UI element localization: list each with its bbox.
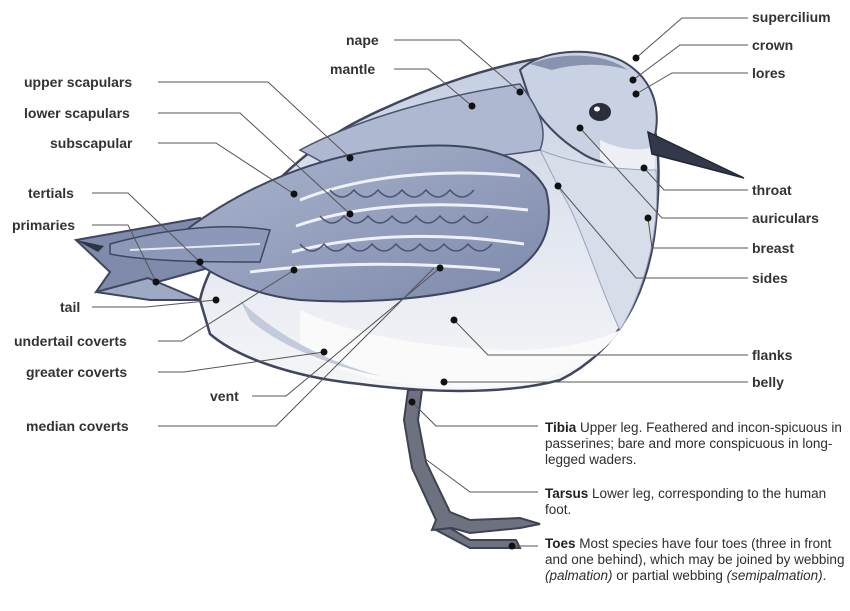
label-sides: sides xyxy=(752,270,788,286)
term-tarsus: Tarsus xyxy=(545,486,588,501)
label-tail: tail xyxy=(60,299,80,315)
text-toes-2: or partial webbing xyxy=(616,568,723,583)
text-toes-1: Most species have four toes (three in fr… xyxy=(545,536,844,567)
label-vent: vent xyxy=(210,388,239,404)
label-supercilium: supercilium xyxy=(752,9,831,25)
label-subscapular: subscapular xyxy=(50,135,133,151)
bird-illustration xyxy=(76,52,744,548)
text-toes-3: . xyxy=(823,568,827,583)
description-tarsus: Tarsus Lower leg, corresponding to the h… xyxy=(545,486,850,518)
label-belly: belly xyxy=(752,374,784,390)
label-lores: lores xyxy=(752,65,786,81)
label-nape: nape xyxy=(346,32,379,48)
label-median-coverts: median coverts xyxy=(26,418,129,434)
label-undertail-coverts: undertail coverts xyxy=(14,333,127,349)
label-greater-coverts: greater coverts xyxy=(26,364,127,380)
bill xyxy=(648,132,744,178)
label-breast: breast xyxy=(752,240,794,256)
label-lower-scapulars: lower scapulars xyxy=(24,105,130,121)
text-tibia: Upper leg. Feathered and incon-spicuous … xyxy=(545,420,842,467)
label-crown: crown xyxy=(752,37,793,53)
label-tertials: tertials xyxy=(28,185,74,201)
label-mantle: mantle xyxy=(330,61,375,77)
eye xyxy=(589,103,611,121)
text-toes-palmation: (palmation) xyxy=(545,568,613,583)
description-toes: Toes Most species have four toes (three … xyxy=(545,536,850,584)
description-tibia: Tibia Upper leg. Feathered and incon-spi… xyxy=(545,420,850,468)
term-toes: Toes xyxy=(545,536,576,551)
term-tibia: Tibia xyxy=(545,420,576,435)
label-upper-scapulars: upper scapulars xyxy=(24,74,132,90)
text-toes-semipalmation: (semipalmation) xyxy=(727,568,823,583)
label-throat: throat xyxy=(752,182,792,198)
text-tarsus: Lower leg, corresponding to the human fo… xyxy=(545,486,826,517)
label-primaries: primaries xyxy=(12,217,75,233)
label-auriculars: auriculars xyxy=(752,210,819,226)
label-flanks: flanks xyxy=(752,347,793,363)
